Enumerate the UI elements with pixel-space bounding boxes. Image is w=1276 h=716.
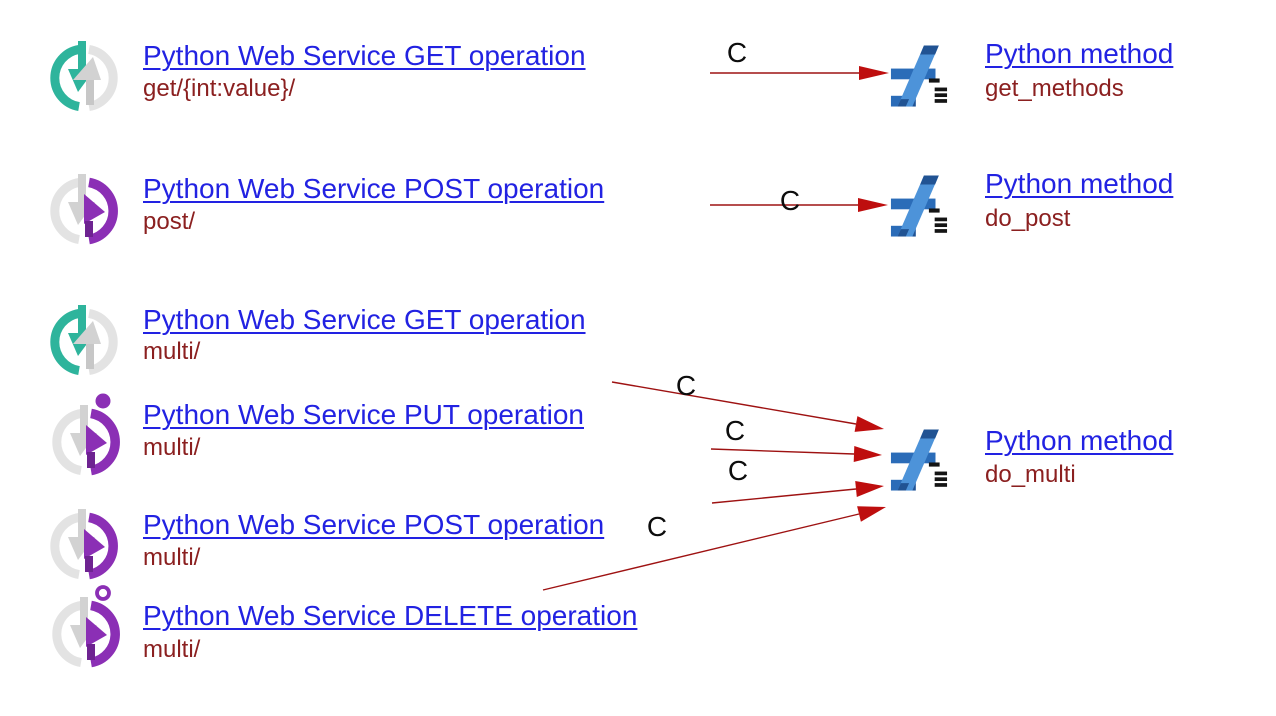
web-service-get-icon[interactable] xyxy=(48,300,120,376)
entity-title-link[interactable]: Python Web Service PUT operation xyxy=(143,399,584,430)
edge-label-c: C xyxy=(647,511,667,542)
call-edge-get-to-get-methods: C xyxy=(710,37,889,80)
edge-label-c: C xyxy=(728,455,748,486)
edge-label-c: C xyxy=(676,370,696,401)
python-method-icon[interactable] xyxy=(886,40,952,112)
entity-identifier: multi/ xyxy=(143,338,201,365)
entity-title-link[interactable]: Python Web Service GET operation xyxy=(143,40,586,71)
entity-title-link[interactable]: Python method xyxy=(985,168,1174,199)
web-service-delete-icon[interactable] xyxy=(50,584,122,668)
entity-title-link[interactable]: Python method xyxy=(985,425,1174,456)
entity-title-link[interactable]: Python Web Service GET operation xyxy=(143,304,586,335)
edge-label-c: C xyxy=(725,415,745,446)
call-edge-post-to-do-post: C xyxy=(710,185,888,216)
web-service-get-icon[interactable] xyxy=(48,36,120,112)
entity-identifier: do_multi xyxy=(985,461,1076,488)
call-edge-get-multi-to-do-multi: C xyxy=(611,370,884,432)
web-service-post-icon[interactable] xyxy=(48,169,120,245)
entity-identifier: multi/ xyxy=(143,434,201,461)
python-method-icon[interactable] xyxy=(886,424,952,496)
entity-title-link[interactable]: Python Web Service DELETE operation xyxy=(143,600,638,631)
entity-title-link[interactable]: Python method xyxy=(985,38,1174,69)
edge-label-c: C xyxy=(727,37,747,68)
entity-title-link[interactable]: Python Web Service POST operation xyxy=(143,509,605,540)
call-edge-put-multi-to-do-multi: C xyxy=(710,415,882,462)
edge-label-c: C xyxy=(780,185,800,216)
web-service-post-icon[interactable] xyxy=(48,504,120,580)
entity-identifier: do_post xyxy=(985,205,1071,232)
python-method-icon[interactable] xyxy=(886,170,952,242)
entity-title-link[interactable]: Python Web Service POST operation xyxy=(143,173,605,204)
entity-identifier: multi/ xyxy=(143,636,201,663)
entity-identifier: post/ xyxy=(143,208,196,235)
web-service-put-icon[interactable] xyxy=(50,392,122,476)
entity-identifier: get_methods xyxy=(985,75,1124,102)
entity-identifier: get/{int:value}/ xyxy=(143,75,296,102)
call-edge-post-multi-to-do-multi: C xyxy=(711,455,884,504)
entity-identifier: multi/ xyxy=(143,544,201,571)
